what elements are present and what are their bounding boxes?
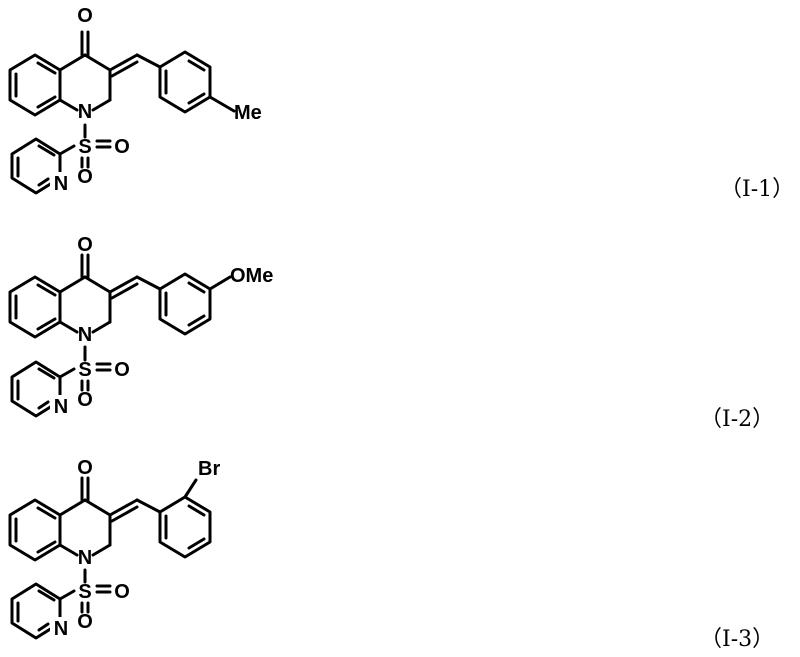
- compound-i-2: O N S O O N OMe: [8, 234, 273, 418]
- compound-i-1-substituent: Me: [234, 102, 262, 124]
- compound-i-2-label: （I-2）: [700, 407, 774, 432]
- compound-i-1-sulfonyl-s-atom: S: [78, 136, 91, 158]
- compound-i-3-bonds: [8, 476, 212, 640]
- compound-i-3-ring-n-atom: N: [78, 547, 92, 569]
- compound-i-2-ring-n-atom: N: [78, 324, 92, 346]
- compound-i-1: O N S O O N Me: [8, 5, 262, 195]
- compound-i-1-sulfonyl-o2-atom: O: [77, 166, 93, 188]
- compound-i-3-oxo-atom: O: [77, 457, 93, 479]
- compound-i-3: O N S O O N Br: [8, 457, 220, 640]
- compound-i-3-pyridine-n-atom: N: [54, 618, 68, 640]
- compound-i-1-sulfonyl-o1-atom: O: [114, 136, 130, 158]
- compound-i-2-sulfonyl-o1-atom: O: [114, 359, 130, 381]
- compound-i-2-oxo-atom: O: [77, 234, 93, 256]
- compound-i-3-sulfonyl-o2-atom: O: [77, 611, 93, 633]
- compound-i-3-substituent: Br: [198, 458, 220, 480]
- compound-i-2-sulfonyl-s-atom: S: [78, 359, 91, 381]
- compound-i-1-oxo-atom: O: [77, 5, 93, 27]
- compound-i-2-bonds: [8, 253, 232, 418]
- compound-i-3-sulfonyl-o1-atom: O: [114, 581, 130, 603]
- compound-i-1-ring-n-atom: N: [78, 101, 92, 123]
- compound-i-2-substituent: OMe: [230, 265, 273, 287]
- compound-i-1-label: （I-1）: [720, 177, 794, 202]
- compound-i-3-label: （I-3）: [700, 627, 774, 652]
- compound-i-3-sulfonyl-s-atom: S: [78, 581, 91, 603]
- compound-i-2-sulfonyl-o2-atom: O: [77, 389, 93, 411]
- compound-i-1-pyridine-n-atom: N: [54, 173, 68, 195]
- compound-i-2-pyridine-n-atom: N: [54, 396, 68, 418]
- compound-i-1-bonds: [8, 30, 236, 195]
